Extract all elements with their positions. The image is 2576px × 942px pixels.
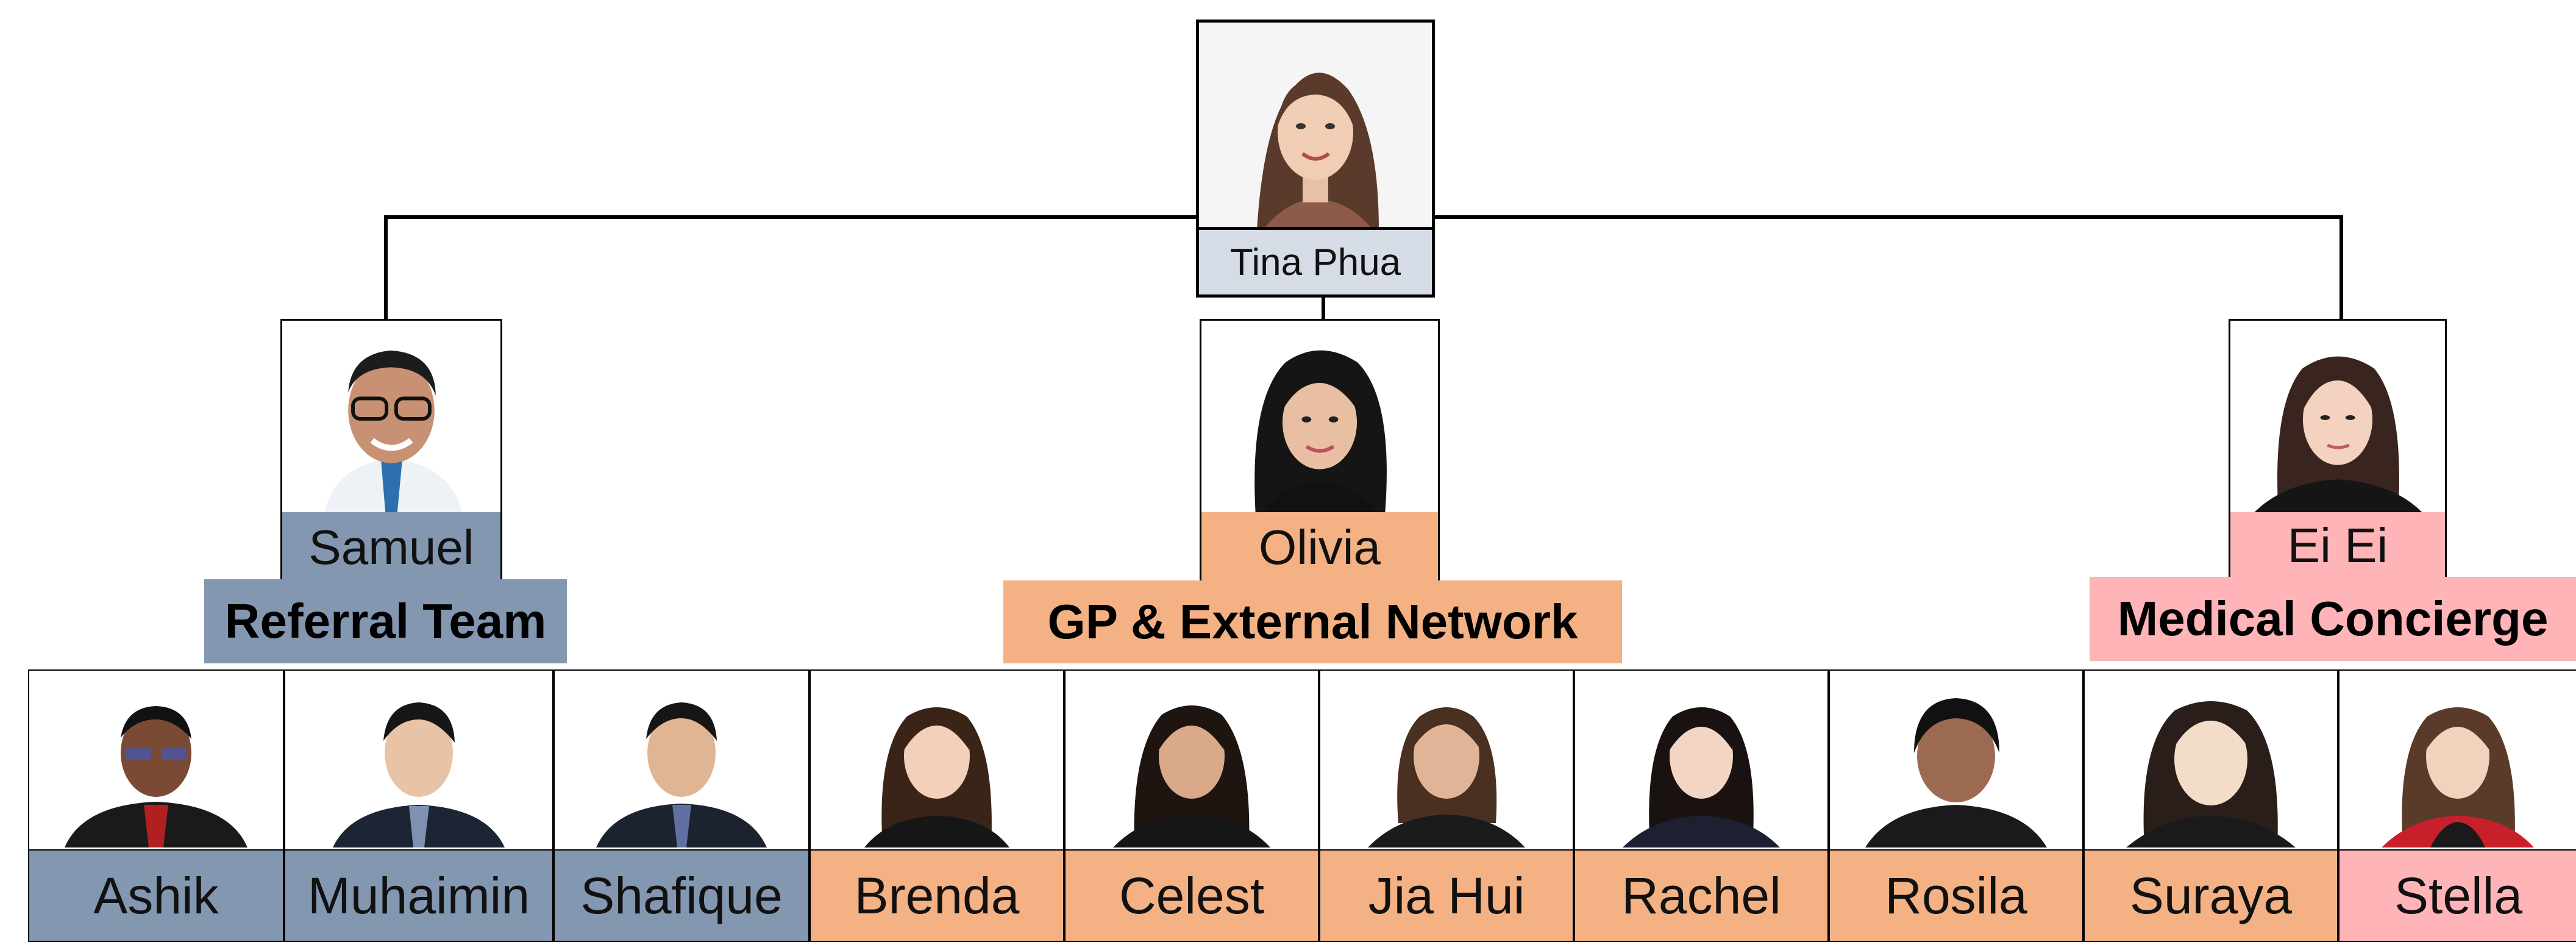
staff-photo xyxy=(1575,671,1827,847)
team-label-gp-external: GP & External Network xyxy=(1003,580,1622,663)
manager-photo-eiei xyxy=(2229,319,2447,514)
staff-name: Muhaimin xyxy=(307,866,530,924)
staff-card-ashik: Ashik xyxy=(28,669,284,942)
staff-name: Rosila xyxy=(1885,866,2027,924)
staff-name: Jia Hui xyxy=(1368,866,1525,924)
connector-center-vertical xyxy=(1322,296,1325,321)
staff-card-rachel: Rachel xyxy=(1574,669,1829,942)
staff-card-brenda: Brenda xyxy=(809,669,1064,942)
manager-photo-olivia xyxy=(1200,319,1440,514)
manager-name: Olivia xyxy=(1258,520,1381,574)
staff-card-stella: Stella xyxy=(2338,669,2576,942)
staff-name-box: Jia Hui xyxy=(1319,849,1574,942)
staff-name: Brenda xyxy=(854,866,1020,924)
manager-name-box-samuel: Samuel xyxy=(280,512,502,583)
staff-name: Celest xyxy=(1119,866,1265,924)
manager-name: Ei Ei xyxy=(2287,518,2388,573)
staff-card-celest: Celest xyxy=(1064,669,1319,942)
head-name-box: Tina Phua xyxy=(1199,227,1432,294)
staff-name-box: Rosila xyxy=(1829,849,2083,942)
manager-photo-samuel xyxy=(280,319,502,514)
staff-photo xyxy=(811,671,1063,847)
staff-photo xyxy=(1066,671,1318,847)
staff-photo xyxy=(2085,671,2337,847)
staff-name: Rachel xyxy=(1621,866,1781,924)
staff-name-box: Ashik xyxy=(28,849,284,942)
staff-photo xyxy=(285,671,552,847)
staff-name: Suraya xyxy=(2129,866,2293,924)
staff-name-box: Stella xyxy=(2338,849,2576,942)
staff-name-box: Muhaimin xyxy=(284,849,553,942)
connector-left-vertical xyxy=(384,215,388,319)
staff-photo xyxy=(1830,671,2082,847)
staff-photo xyxy=(29,671,283,847)
connector-right-vertical xyxy=(2339,215,2343,319)
team-label-medical-concierge: Medical Concierge xyxy=(2090,577,2576,661)
staff-card-rosila: Rosila xyxy=(1829,669,2083,942)
manager-name: Samuel xyxy=(308,520,474,574)
staff-photo xyxy=(2339,671,2576,847)
team-label-referral: Referral Team xyxy=(204,579,567,663)
staff-name-box: Celest xyxy=(1064,849,1319,942)
staff-card-suraya: Suraya xyxy=(2083,669,2338,942)
staff-name: Shafique xyxy=(580,866,783,924)
manager-name-box-eiei: Ei Ei xyxy=(2229,512,2447,579)
staff-name-box: Rachel xyxy=(1574,849,1829,942)
manager-name-box-olivia: Olivia xyxy=(1200,512,1440,583)
head-name: Tina Phua xyxy=(1229,241,1401,284)
staff-card-muhaimin: Muhaimin xyxy=(284,669,553,942)
staff-name-box: Brenda xyxy=(809,849,1064,942)
staff-photo xyxy=(1320,671,1573,847)
staff-card-shafique: Shafique xyxy=(553,669,809,942)
staff-name-box: Shafique xyxy=(553,849,809,942)
staff-name: Ashik xyxy=(93,866,219,924)
staff-name-box: Suraya xyxy=(2083,849,2338,942)
staff-name: Stella xyxy=(2394,866,2523,924)
staff-photo xyxy=(555,671,808,847)
staff-card-jiahui: Jia Hui xyxy=(1319,669,1574,942)
